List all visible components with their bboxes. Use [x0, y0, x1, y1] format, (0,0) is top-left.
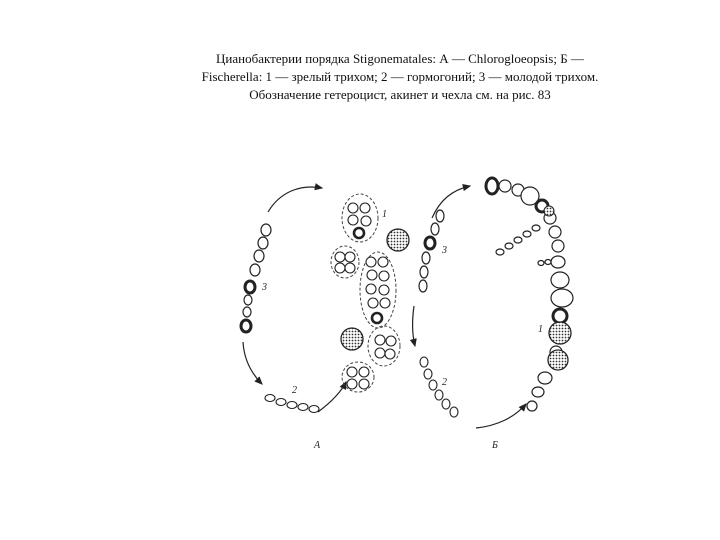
- panel-a: 1 2 3 А: [239, 183, 410, 451]
- panel-b: 3 2 1 Б: [409, 176, 574, 451]
- young-trichome-b: [418, 209, 445, 293]
- caption-line-3: Обозначение гетероцист, акинет и чехла с…: [249, 87, 551, 102]
- cycle-arrow-top-a: [267, 183, 324, 213]
- cycle-arrow-bottom-a: [317, 380, 347, 413]
- akinete: [386, 228, 410, 252]
- hormogonium-a: [264, 393, 320, 414]
- a-stage-3-label: 3: [261, 282, 267, 293]
- mature-trichome-a: [330, 193, 410, 393]
- akinete: [543, 205, 555, 217]
- cycle-arrow-bottom-b: [475, 403, 527, 429]
- cycle-arrow-left-b: [409, 305, 417, 348]
- b-stage-1-label: 1: [538, 324, 543, 335]
- panel-a-label: А: [313, 440, 321, 451]
- akinete: [340, 327, 364, 351]
- caption-line-1: Цианобактерии порядка Stigonematales: А …: [216, 51, 584, 66]
- cycle-arrow-top-b: [431, 184, 472, 219]
- akinete: [548, 321, 572, 345]
- young-trichome-a: [239, 223, 272, 334]
- b-stage-2-label: 2: [442, 377, 447, 388]
- a-stage-1-label: 1: [382, 209, 387, 220]
- figure-caption: Цианобактерии порядка Stigonematales: А …: [150, 50, 650, 104]
- cycle-arrow-left-a: [242, 341, 263, 385]
- panel-b-label: Б: [491, 440, 498, 451]
- mature-trichome-b: [484, 176, 574, 412]
- caption-line-2: Fischerella: 1 — зрелый трихом; 2 — горм…: [201, 69, 599, 84]
- a-stage-2-label: 2: [292, 385, 297, 396]
- b-stage-3-label: 3: [441, 245, 447, 256]
- hormogonium-b: [419, 356, 459, 418]
- akinete: [547, 349, 569, 371]
